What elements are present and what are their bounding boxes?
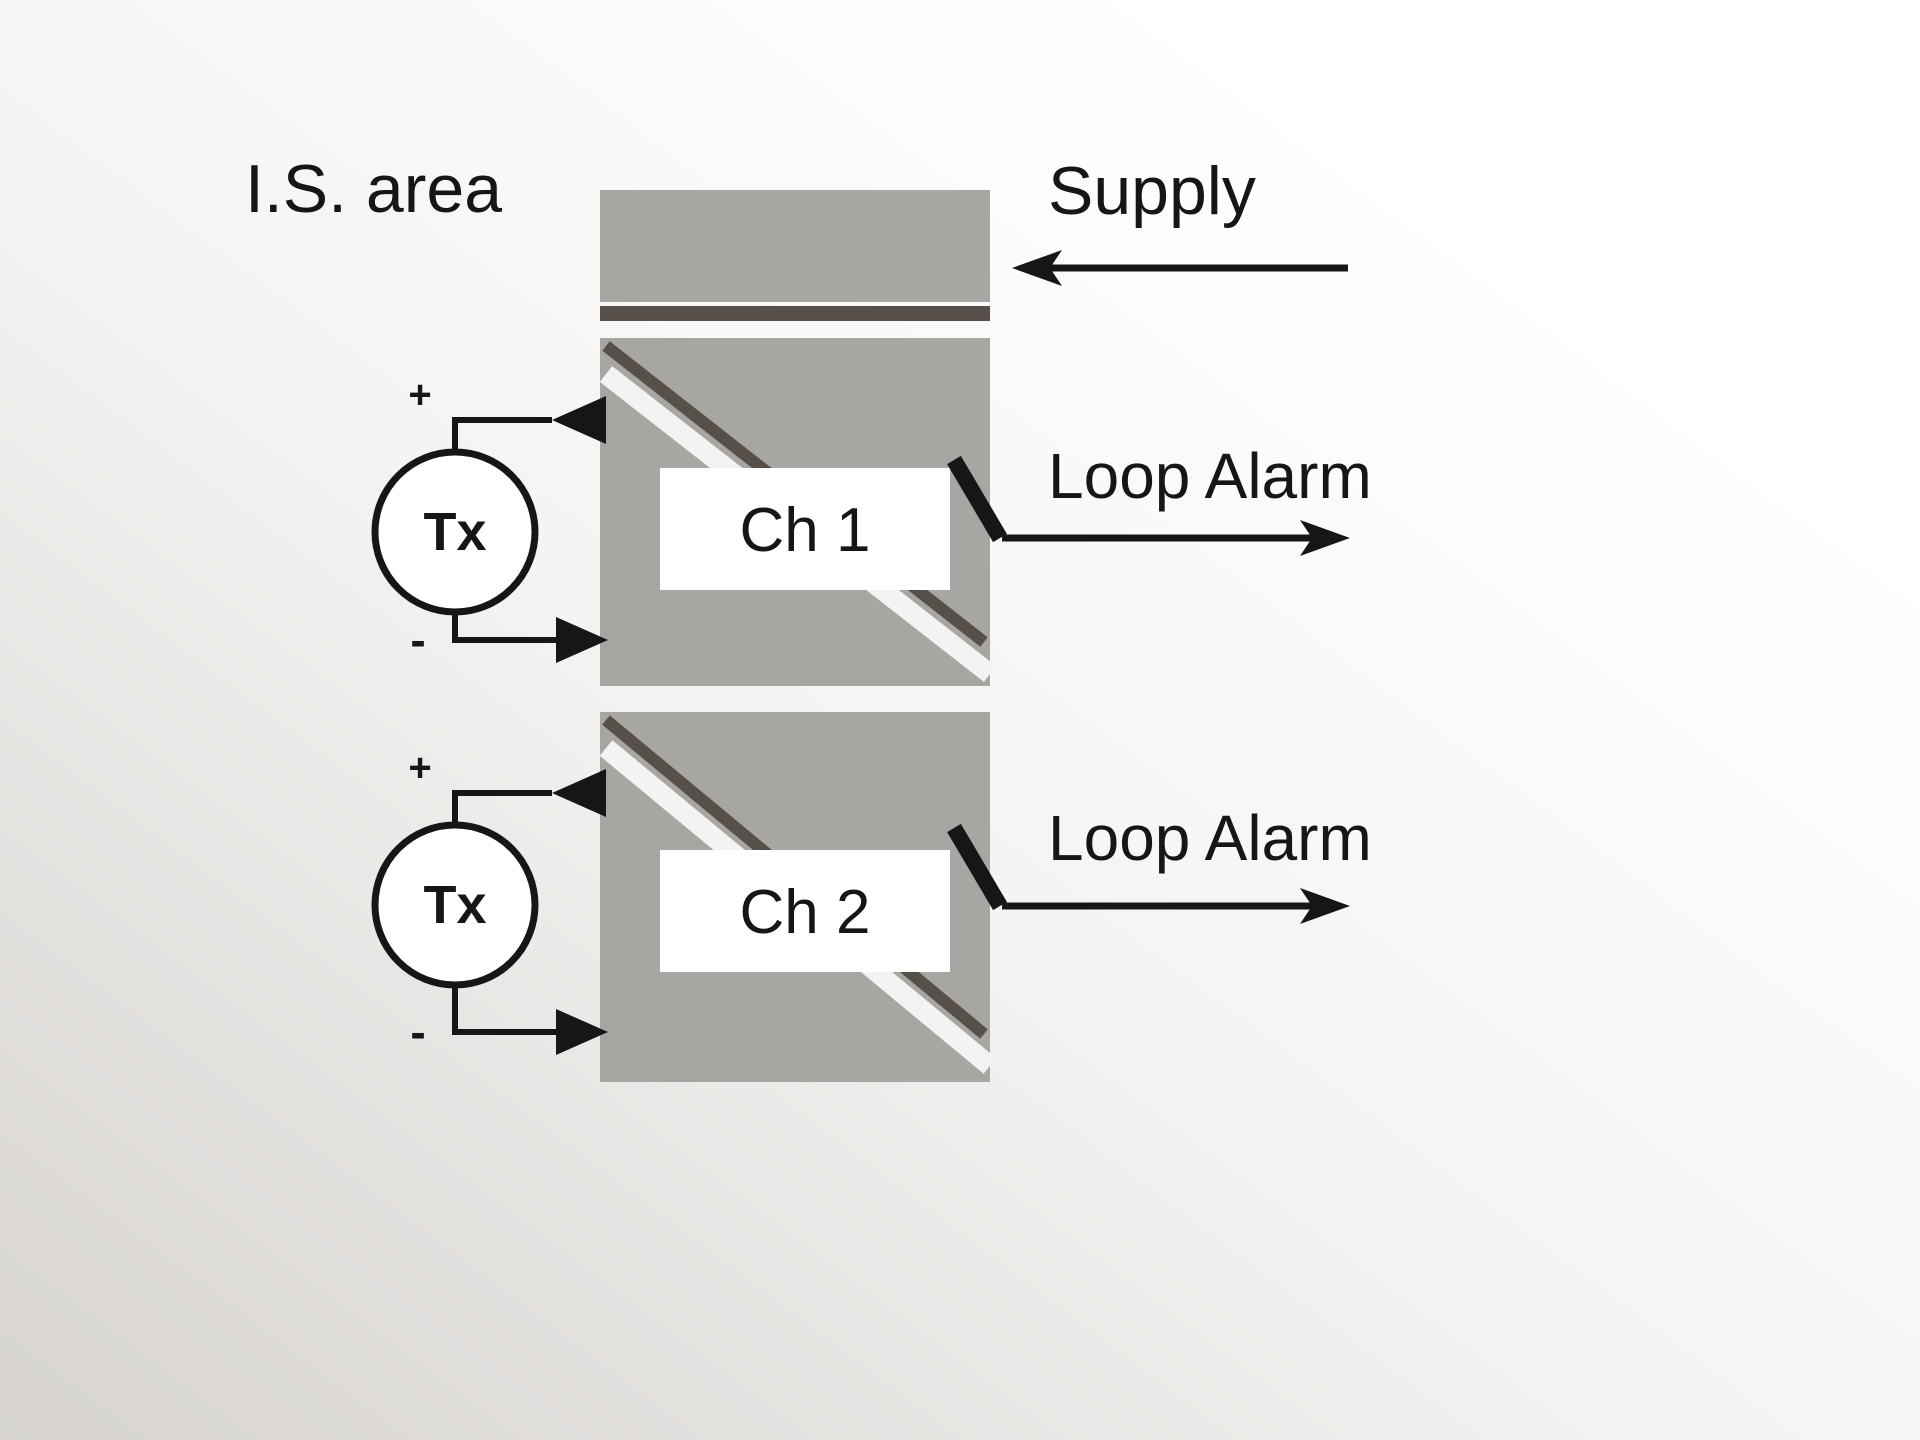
switch-contact-icon-1 bbox=[947, 455, 1007, 543]
transmitter-2-minus-sign: - bbox=[410, 1006, 425, 1058]
loop-alarm-arrowhead-icon-2 bbox=[1300, 888, 1350, 924]
loop-alarm-output-1: Loop Alarm bbox=[947, 440, 1372, 556]
transmitter-1-top-arrowhead-icon bbox=[552, 396, 606, 444]
channel-1-label: Ch 1 bbox=[740, 496, 871, 565]
transmitter-1-minus-sign: - bbox=[410, 614, 425, 666]
loop-alarm-output-2: Loop Alarm bbox=[947, 802, 1372, 924]
channel-1-block: Ch 1 bbox=[599, 338, 997, 686]
transmitter-1-top-wire bbox=[452, 417, 552, 452]
transmitter-2-label: Tx bbox=[423, 875, 486, 935]
loop-alarm-label-2: Loop Alarm bbox=[1048, 802, 1372, 874]
barrier-supply-section bbox=[600, 190, 990, 321]
transmitter-2-bottom-wire bbox=[452, 985, 562, 1035]
transmitter-2: Tx + - bbox=[371, 746, 608, 1058]
supply-label: Supply bbox=[1048, 153, 1256, 229]
transmitter-1: Tx + - bbox=[371, 373, 608, 666]
supply-section-body bbox=[600, 190, 990, 302]
is-area-label: I.S. area bbox=[245, 151, 502, 227]
channel-2-label-box bbox=[660, 850, 950, 972]
channel-2-label: Ch 2 bbox=[740, 878, 871, 947]
transmitter-2-top-wire bbox=[452, 790, 552, 825]
transmitter-2-top-arrowhead-icon bbox=[552, 769, 606, 817]
supply-arrow-icon bbox=[1012, 250, 1348, 286]
loop-alarm-label-1: Loop Alarm bbox=[1048, 440, 1372, 512]
transmitter-1-label: Tx bbox=[423, 502, 486, 562]
loop-alarm-arrowhead-icon-1 bbox=[1300, 520, 1350, 556]
transmitter-2-bottom-arrowhead-icon bbox=[556, 1009, 608, 1055]
supply-section-divider bbox=[600, 306, 990, 321]
transmitter-2-circle bbox=[371, 821, 539, 989]
supply-arrowhead-icon bbox=[1012, 250, 1062, 286]
switch-contact-icon-2 bbox=[947, 823, 1007, 911]
transmitter-1-bottom-arrowhead-icon bbox=[556, 617, 608, 663]
transmitter-1-bottom-wire bbox=[452, 612, 562, 643]
channel-2-block: Ch 2 bbox=[599, 712, 997, 1082]
transmitter-2-plus-sign: + bbox=[408, 746, 431, 790]
transmitter-1-plus-sign: + bbox=[408, 373, 431, 417]
transmitter-1-circle bbox=[371, 448, 539, 616]
channel-1-label-box bbox=[660, 468, 950, 590]
